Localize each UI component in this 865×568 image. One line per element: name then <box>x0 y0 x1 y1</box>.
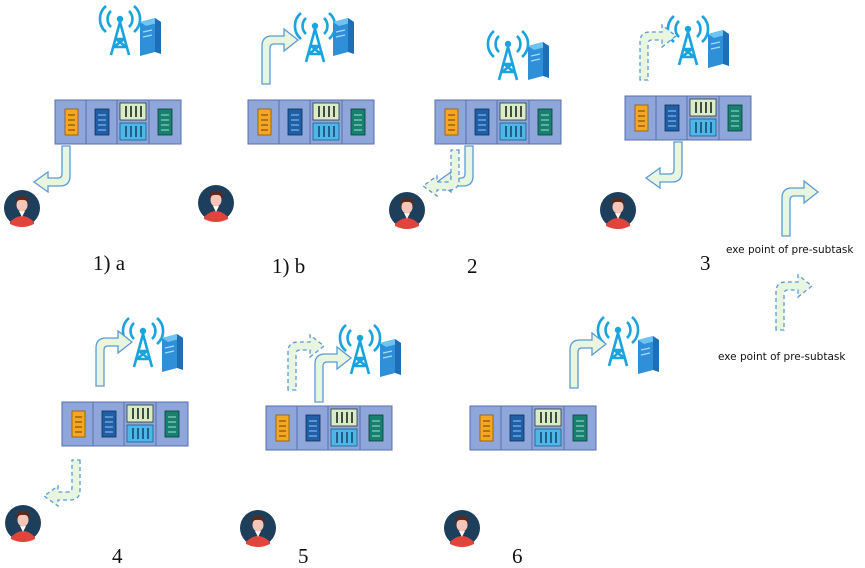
user-avatar-icon <box>600 192 636 229</box>
panel-2: 2 <box>389 29 562 278</box>
arrow-down-solid <box>33 145 71 193</box>
legend-arrow-solid <box>781 180 819 237</box>
panel-label-4: 4 <box>112 544 123 568</box>
panel-3: 3 <box>600 14 752 275</box>
server-icon <box>139 17 162 57</box>
panel-label-1a: 1) a <box>93 251 126 275</box>
arrow-up-solid <box>314 346 352 403</box>
cell-tower-icon <box>666 14 710 67</box>
panel-label-5: 5 <box>298 544 309 568</box>
legend-arrow-dashed <box>775 274 813 331</box>
server-icon <box>527 41 550 81</box>
panel-label-6: 6 <box>512 544 523 568</box>
arrow-down-dashed <box>43 459 81 507</box>
user-avatar-icon <box>198 185 234 222</box>
server-icon <box>707 29 730 69</box>
panel-1b: 1) b <box>198 11 375 278</box>
arrow-up-dashed <box>639 24 677 81</box>
server-icon <box>379 338 402 378</box>
processing-strip <box>434 99 562 145</box>
panel-1a: 1) a <box>4 4 182 275</box>
user-avatar-icon <box>389 192 425 229</box>
processing-strip <box>265 405 393 451</box>
panel-6: 6 <box>444 315 660 568</box>
arrow-up-solid <box>261 28 299 85</box>
server-icon <box>161 333 184 373</box>
processing-strip <box>469 405 597 451</box>
user-avatar-icon <box>240 510 276 547</box>
cell-tower-icon <box>98 4 142 57</box>
server-icon <box>637 335 660 375</box>
arrow-up-solid <box>569 332 607 389</box>
legend-solid-label: exe point of pre-subtask <box>726 244 854 256</box>
user-avatar-icon <box>4 190 40 227</box>
cell-tower-icon <box>338 323 382 376</box>
processing-strip <box>54 99 182 145</box>
arrow-down-dashed <box>422 149 460 197</box>
cell-tower-icon <box>486 29 530 82</box>
panel-5: 5 <box>240 323 402 568</box>
processing-strip <box>61 401 189 447</box>
panel-label-3: 3 <box>700 251 711 275</box>
user-avatar-icon <box>5 505 41 542</box>
arrow-up-solid <box>95 330 133 387</box>
arrow-down-solid <box>645 141 683 189</box>
panel-label-1b: 1) b <box>272 254 305 278</box>
server-icon <box>332 17 355 57</box>
panel-4: 4 <box>5 316 189 568</box>
cell-tower-icon <box>596 315 640 368</box>
cell-tower-icon <box>293 11 337 64</box>
panel-label-2: 2 <box>467 254 478 278</box>
legend: exe point of pre-subtask exe point of pr… <box>718 180 854 363</box>
processing-strip <box>247 99 375 145</box>
legend-dashed-label: exe point of pre-subtask <box>718 351 846 363</box>
processing-strip <box>624 95 752 141</box>
user-avatar-icon <box>444 510 480 547</box>
